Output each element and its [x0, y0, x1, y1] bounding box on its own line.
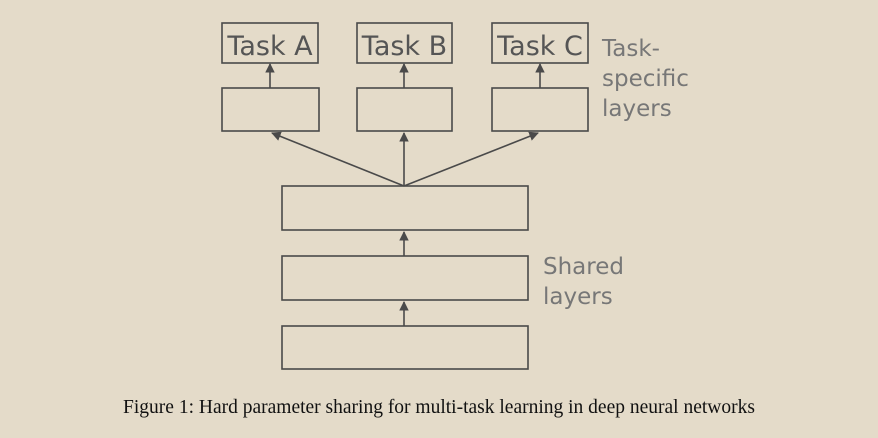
task-b-label: Task B: [361, 31, 447, 62]
shared-layer-bottom: [281, 325, 529, 370]
task-b-box: [356, 22, 453, 64]
task-a-box: [221, 22, 319, 64]
task-c-label: Task C: [496, 31, 583, 62]
shared-layer-middle: [281, 255, 529, 301]
shared-layer-top: [281, 185, 529, 231]
task-specific-label-line-3: layers: [602, 96, 672, 122]
task-specific-label-line-2: specific: [602, 66, 689, 92]
task-c-specific-layer: [491, 87, 589, 132]
task-a-specific-layer: [221, 87, 320, 132]
shared-label-line-1: Shared: [543, 254, 624, 280]
figure-caption: Figure 1: Hard parameter sharing for mul…: [123, 397, 755, 418]
shared-label-line-2: layers: [543, 284, 613, 310]
fan-arrow-to-task-a-layer: [271, 131, 405, 187]
task-b-specific-layer: [356, 87, 453, 132]
task-specific-label-line-1: Task-: [601, 36, 660, 62]
fan-arrow-to-task-c-layer: [403, 131, 539, 187]
task-c-box: [491, 22, 589, 64]
task-a-label: Task A: [226, 31, 313, 62]
